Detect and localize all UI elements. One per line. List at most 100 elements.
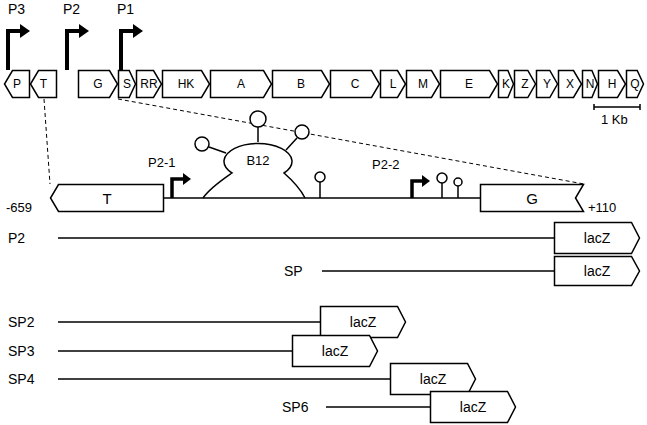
gene-name: B — [297, 78, 305, 90]
arrow-outline — [31, 71, 57, 98]
gene-name: HK — [178, 78, 195, 90]
promoter-arrow — [183, 173, 191, 185]
arrow-outline — [481, 185, 584, 212]
gene-name: N — [586, 78, 595, 90]
arrow-outline — [515, 71, 536, 98]
gene-arrow: E — [440, 70, 498, 98]
dna-line — [164, 197, 480, 199]
arrow-outline — [555, 257, 640, 286]
label: -659 — [6, 201, 32, 214]
gene-arrow: M — [406, 70, 440, 98]
promoter-arrow — [67, 31, 79, 70]
gene-name: K — [502, 78, 510, 90]
arrow-outline — [555, 223, 640, 254]
gene-name: RR — [140, 78, 157, 90]
arrow-outline — [441, 71, 498, 98]
gene-arrow: P — [4, 70, 30, 98]
riboswitch-loop — [250, 111, 266, 127]
gene-arrow: B — [272, 70, 330, 98]
gene-arrow: Q — [626, 70, 644, 98]
arrow-outline — [391, 364, 476, 395]
construct-line — [58, 238, 554, 407]
gene-name: C — [351, 78, 360, 90]
hairpin — [454, 178, 462, 186]
construct-line — [58, 237, 554, 239]
gene-name: Q — [630, 78, 639, 90]
gene-arrow: C — [330, 70, 380, 98]
arrow-outline — [321, 307, 406, 338]
construct-line — [58, 350, 292, 352]
gene-name: S — [123, 78, 131, 90]
riboswitch — [319, 182, 321, 198]
zoom-line — [44, 99, 584, 184]
lacz-reporter: lacZ — [554, 256, 640, 286]
arrow-outline — [273, 71, 330, 98]
gene-arrow: T — [30, 70, 57, 98]
arrow-outline — [431, 392, 516, 423]
gene-arrow: X — [558, 70, 582, 98]
riboswitch — [203, 143, 305, 198]
arrow-outline — [119, 71, 136, 98]
arrow-outline — [293, 336, 378, 367]
gene-arrow: L — [380, 70, 406, 98]
construct-line — [322, 270, 554, 272]
arrow-outline — [381, 71, 406, 98]
riboswitch — [257, 127, 259, 142]
gene-name: L — [390, 78, 397, 90]
promoter-arrow — [20, 24, 30, 38]
label: SP3 — [8, 344, 34, 358]
gene-name: lacZ — [584, 231, 610, 245]
gene-arrow: G — [480, 184, 584, 212]
riboswitch — [209, 147, 226, 153]
riboswitch-loop — [315, 172, 325, 182]
label: +110 — [588, 201, 616, 214]
gene-name: Y — [543, 78, 551, 90]
arrow-outline — [79, 71, 118, 98]
gene-name: X — [566, 78, 574, 90]
label: P2 — [8, 231, 25, 245]
arrow-outline — [331, 71, 380, 98]
arrow-outline — [537, 71, 558, 98]
promoter-arrow — [8, 24, 143, 70]
label: P2-1 — [148, 156, 175, 169]
scale-bar — [594, 104, 640, 110]
gene-name: E — [465, 78, 473, 90]
arrow-outline — [499, 71, 514, 98]
arrow-outline — [5, 71, 30, 98]
label: SP2 — [8, 315, 34, 329]
lacz-reporter: lacZ — [292, 335, 378, 367]
promoter-arrow — [121, 31, 133, 70]
gene-arrow: S — [118, 70, 136, 98]
arrow-outline — [407, 71, 440, 98]
promoter-arrow — [412, 181, 422, 198]
construct-line — [326, 406, 430, 408]
arrow-outline — [583, 71, 598, 98]
promoter-arrow — [79, 24, 89, 38]
gene-name: lacZ — [460, 400, 486, 414]
label: P2 — [63, 2, 80, 16]
riboswitch — [286, 138, 297, 150]
label: SP6 — [282, 400, 308, 414]
riboswitch — [195, 111, 325, 198]
promoter-arrow — [422, 175, 430, 187]
arrow-outline — [211, 71, 272, 98]
promoter-arrow — [172, 179, 183, 198]
gene-name: M — [418, 78, 428, 90]
riboswitch-loop — [295, 125, 309, 139]
arrow-outline — [599, 71, 626, 98]
hairpin — [437, 173, 462, 198]
hairpin — [457, 186, 459, 198]
gene-arrow: Y — [536, 70, 558, 98]
label: SP4 — [8, 372, 34, 386]
arrow-outline — [559, 71, 582, 98]
label: P2-2 — [372, 158, 399, 171]
lacz-reporter: lacZ — [554, 222, 640, 254]
label: P3 — [8, 2, 25, 16]
gene-arrow: HK — [162, 70, 210, 98]
label: P1 — [117, 2, 134, 16]
label: SP — [284, 264, 303, 278]
label: 1 Kb — [601, 113, 628, 126]
construct-line — [58, 378, 390, 380]
gene-arrow: K — [498, 70, 514, 98]
